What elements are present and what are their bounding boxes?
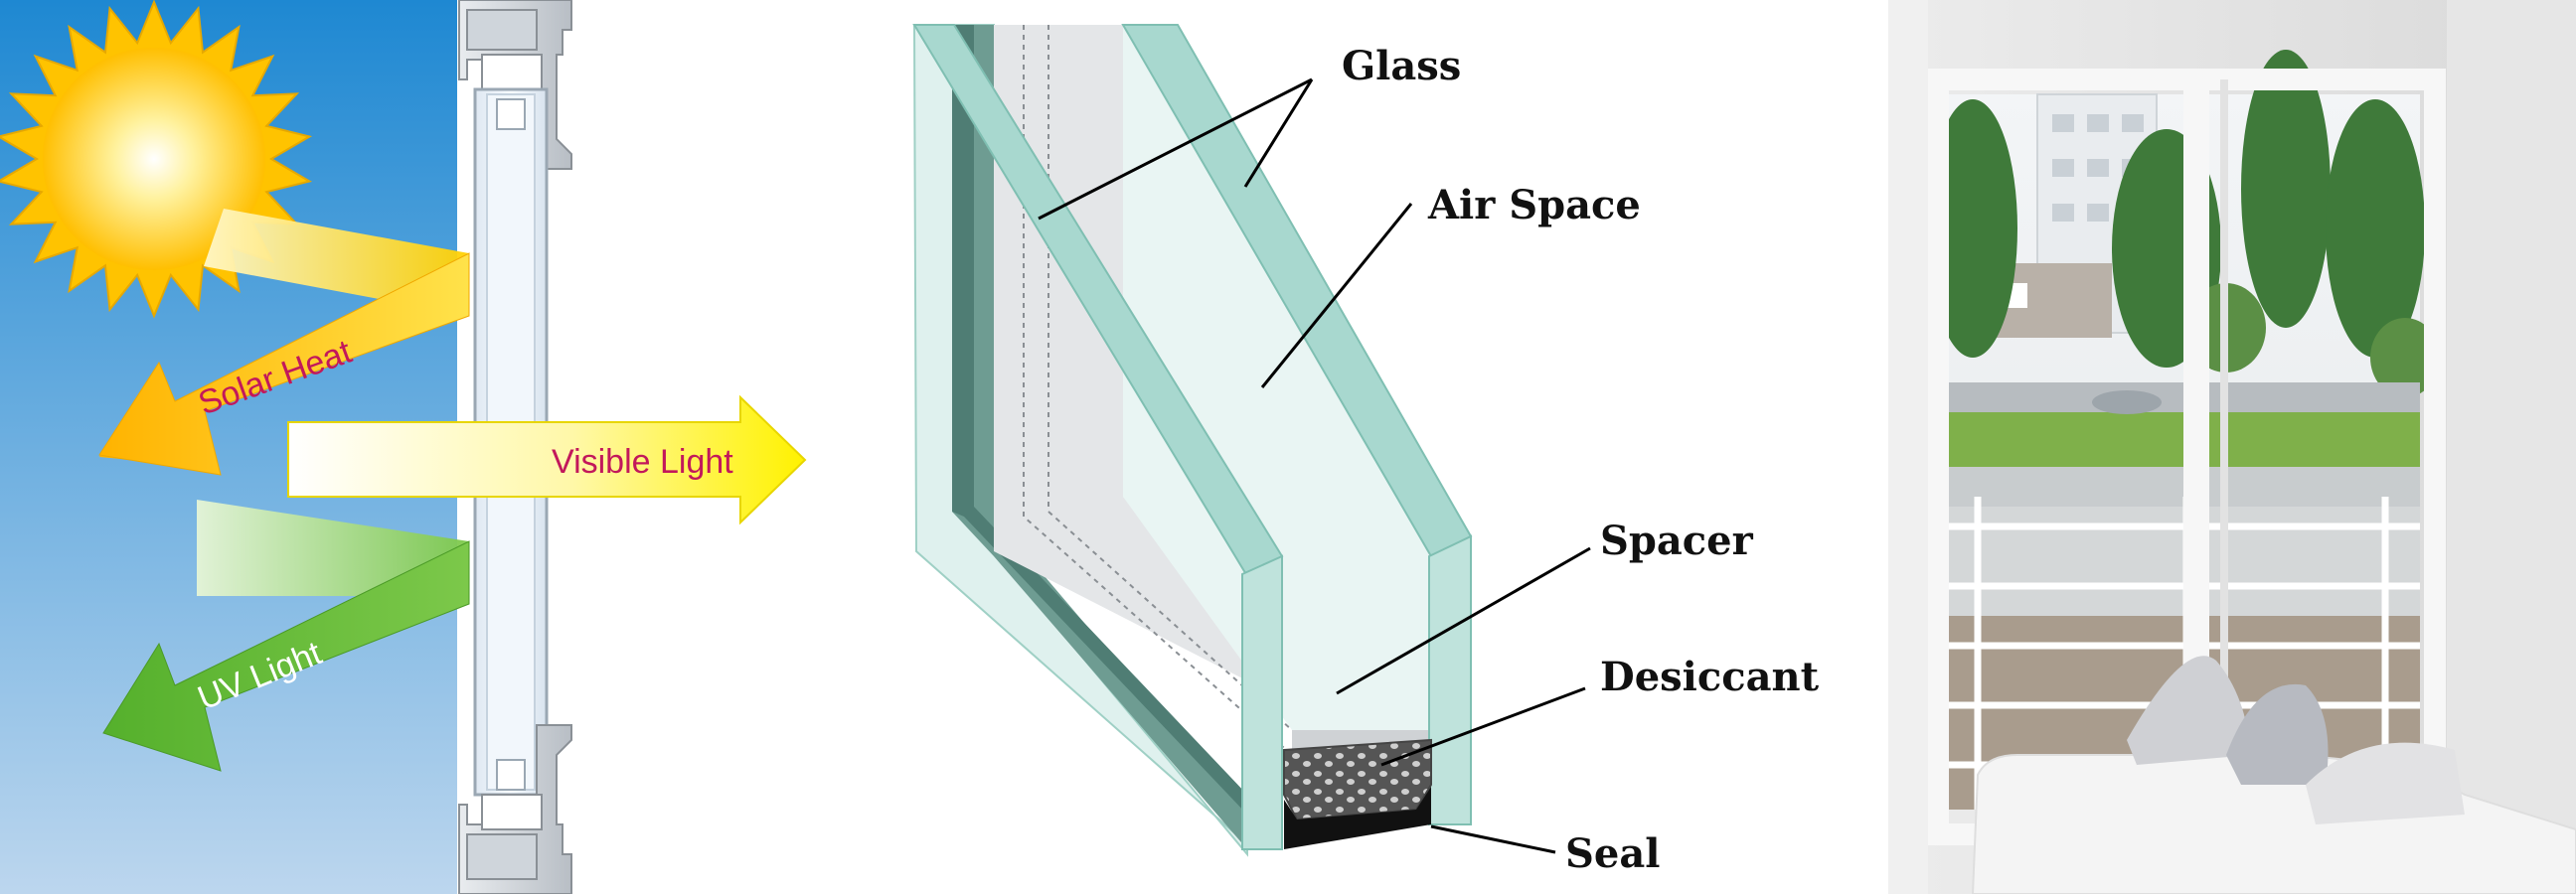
callout-lines [1038, 77, 1591, 854]
solar-heat-arrow: Solar Heat [98, 209, 470, 476]
callout-seal: Seal [1565, 830, 1660, 877]
callout-labels: Glass Air Space Spacer Desiccant Seal [1342, 43, 1820, 877]
glass-end-face-right [1428, 534, 1472, 825]
seal-strip [1284, 787, 1431, 849]
glass-end-face-left [1241, 554, 1283, 850]
callout-glass: Glass [1342, 43, 1461, 89]
sofa [1971, 656, 2576, 894]
air-space-region [1123, 25, 1431, 730]
visible-light-label: Visible Light [552, 443, 733, 481]
glass-cross-section: Glass Air Space Spacer Desiccant Seal [912, 24, 1820, 877]
visible-light-arrow: Visible Light [287, 394, 807, 525]
desiccant-channel [1283, 738, 1432, 821]
callout-spacer: Spacer [1600, 518, 1754, 564]
solar-panel: Solar Heat Visible Light UV Light [0, 0, 807, 894]
sliding-door-photo [1888, 0, 2576, 894]
callout-air-space: Air Space [1427, 182, 1641, 228]
callout-desiccant: Desiccant [1600, 654, 1820, 700]
